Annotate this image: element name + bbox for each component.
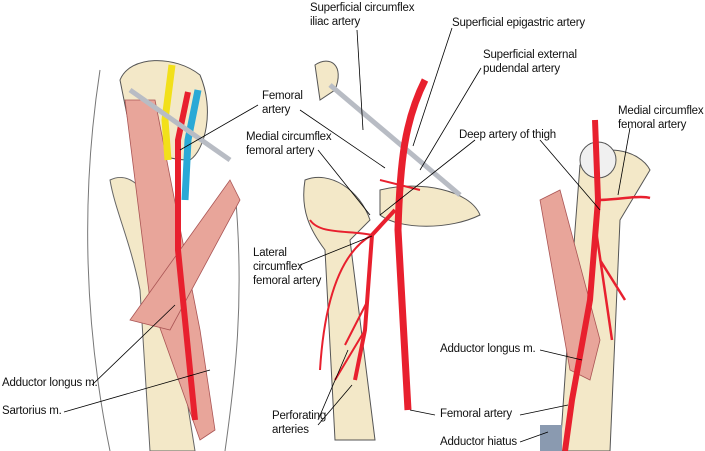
label-line: Superficial external — [483, 49, 577, 61]
sartorius-muscle — [129, 179, 241, 331]
adductor-hiatus-tendon — [540, 425, 562, 451]
label-line: arteries — [272, 424, 309, 436]
inguinal-ligament-2 — [328, 83, 462, 197]
label-line: femoral artery — [253, 275, 322, 287]
label-line: circumflex — [253, 261, 303, 273]
circumflex-branches — [309, 179, 421, 381]
label-deep-artery-of-thigh: Deep artery of thigh — [459, 129, 557, 141]
inguinal-ligament-1 — [128, 87, 232, 163]
label-line: Superficial circumflex — [310, 2, 415, 14]
label-line: pudendal artery — [483, 63, 560, 75]
label-line: Femoral — [262, 90, 303, 102]
label-line: femoral artery — [246, 145, 315, 157]
label-lateral-circumflex-femoral-artery: Lateral circumflex femoral artery — [253, 246, 321, 288]
femoral-vein — [181, 89, 202, 201]
femoral-artery-3 — [562, 119, 602, 451]
label-adductor-longus-2: Adductor longus m. — [440, 343, 536, 355]
label-line: Medial circumflex — [246, 131, 332, 143]
femoral-nerve — [161, 64, 176, 161]
label-line: iliac artery — [310, 16, 361, 28]
thigh-outline — [87, 69, 240, 451]
label-line: artery — [262, 104, 291, 116]
panel-hip-branches — [303, 60, 481, 441]
label-line: Medial circumflex — [618, 105, 704, 117]
label-superficial-circumflex-iliac-artery: Superficial circumflex iliac artery — [310, 1, 414, 29]
label-line: femoral artery — [618, 119, 687, 131]
femoral-artery-1 — [175, 91, 198, 421]
panel-anterior-thigh — [87, 60, 241, 451]
label-adductor-longus-1: Adductor longus m. — [2, 377, 98, 389]
leader-lines — [63, 27, 631, 443]
label-perforating-arteries: Perforating arteries — [272, 409, 326, 437]
label-superficial-epigastric-artery: Superficial epigastric artery — [452, 17, 585, 29]
medial-circumflex-branch — [594, 195, 651, 341]
label-sartorius: Sartorius m. — [2, 405, 62, 417]
label-femoral-artery-1: Femoral artery — [262, 89, 303, 117]
label-line: Lateral — [253, 247, 287, 259]
panel-medial-thigh — [539, 119, 651, 451]
label-medial-circumflex-femoral-artery-2: Medial circumflex femoral artery — [618, 104, 704, 132]
label-adductor-hiatus: Adductor hiatus — [440, 436, 517, 448]
femoral-artery-2 — [394, 78, 429, 411]
label-medial-circumflex-femoral-artery-1: Medial circumflex femoral artery — [246, 130, 332, 158]
deep-artery — [353, 208, 397, 381]
label-superficial-external-pudendal-artery: Superficial external pudendal artery — [483, 48, 577, 76]
label-line: Perforating — [272, 410, 327, 422]
label-femoral-artery-2: Femoral artery — [440, 408, 512, 420]
ilium-bone — [314, 60, 339, 101]
